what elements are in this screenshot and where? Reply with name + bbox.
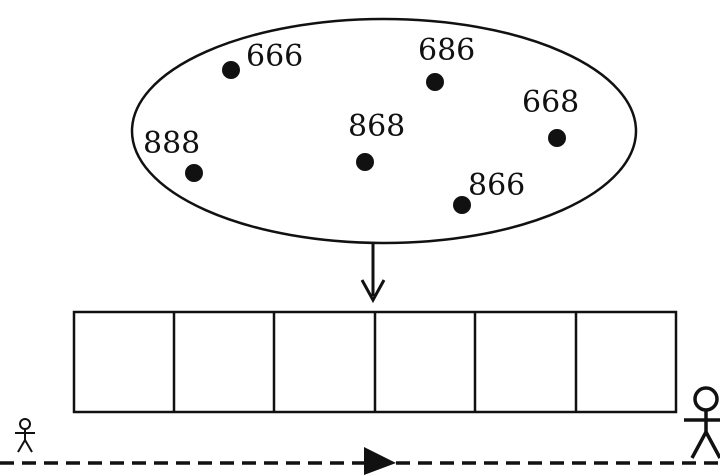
number-dot (185, 164, 203, 182)
number-point: 686 (418, 33, 475, 91)
number-point: 666 (222, 39, 303, 79)
number-point: 868 (348, 109, 405, 171)
number-dot (548, 129, 566, 147)
number-label: 866 (468, 168, 525, 203)
right-triangle-arrow-icon (364, 447, 396, 475)
large-person-icon (684, 386, 720, 459)
number-points: 666 686 668 888 868 866 (143, 33, 579, 214)
number-label: 666 (246, 39, 303, 74)
number-point: 888 (143, 126, 203, 182)
down-arrow-icon (360, 244, 386, 304)
small-person-icon (15, 418, 35, 453)
number-dot (426, 73, 444, 91)
number-point: 866 (453, 168, 525, 214)
number-label: 868 (348, 109, 405, 144)
number-dot (222, 61, 240, 79)
number-set-ellipse (130, 17, 638, 245)
box-row (72, 310, 678, 414)
number-dot (356, 153, 374, 171)
number-label: 668 (522, 85, 579, 120)
number-label: 686 (418, 33, 475, 68)
number-label: 888 (143, 126, 200, 161)
number-dot (453, 196, 471, 214)
number-point: 668 (522, 85, 579, 147)
